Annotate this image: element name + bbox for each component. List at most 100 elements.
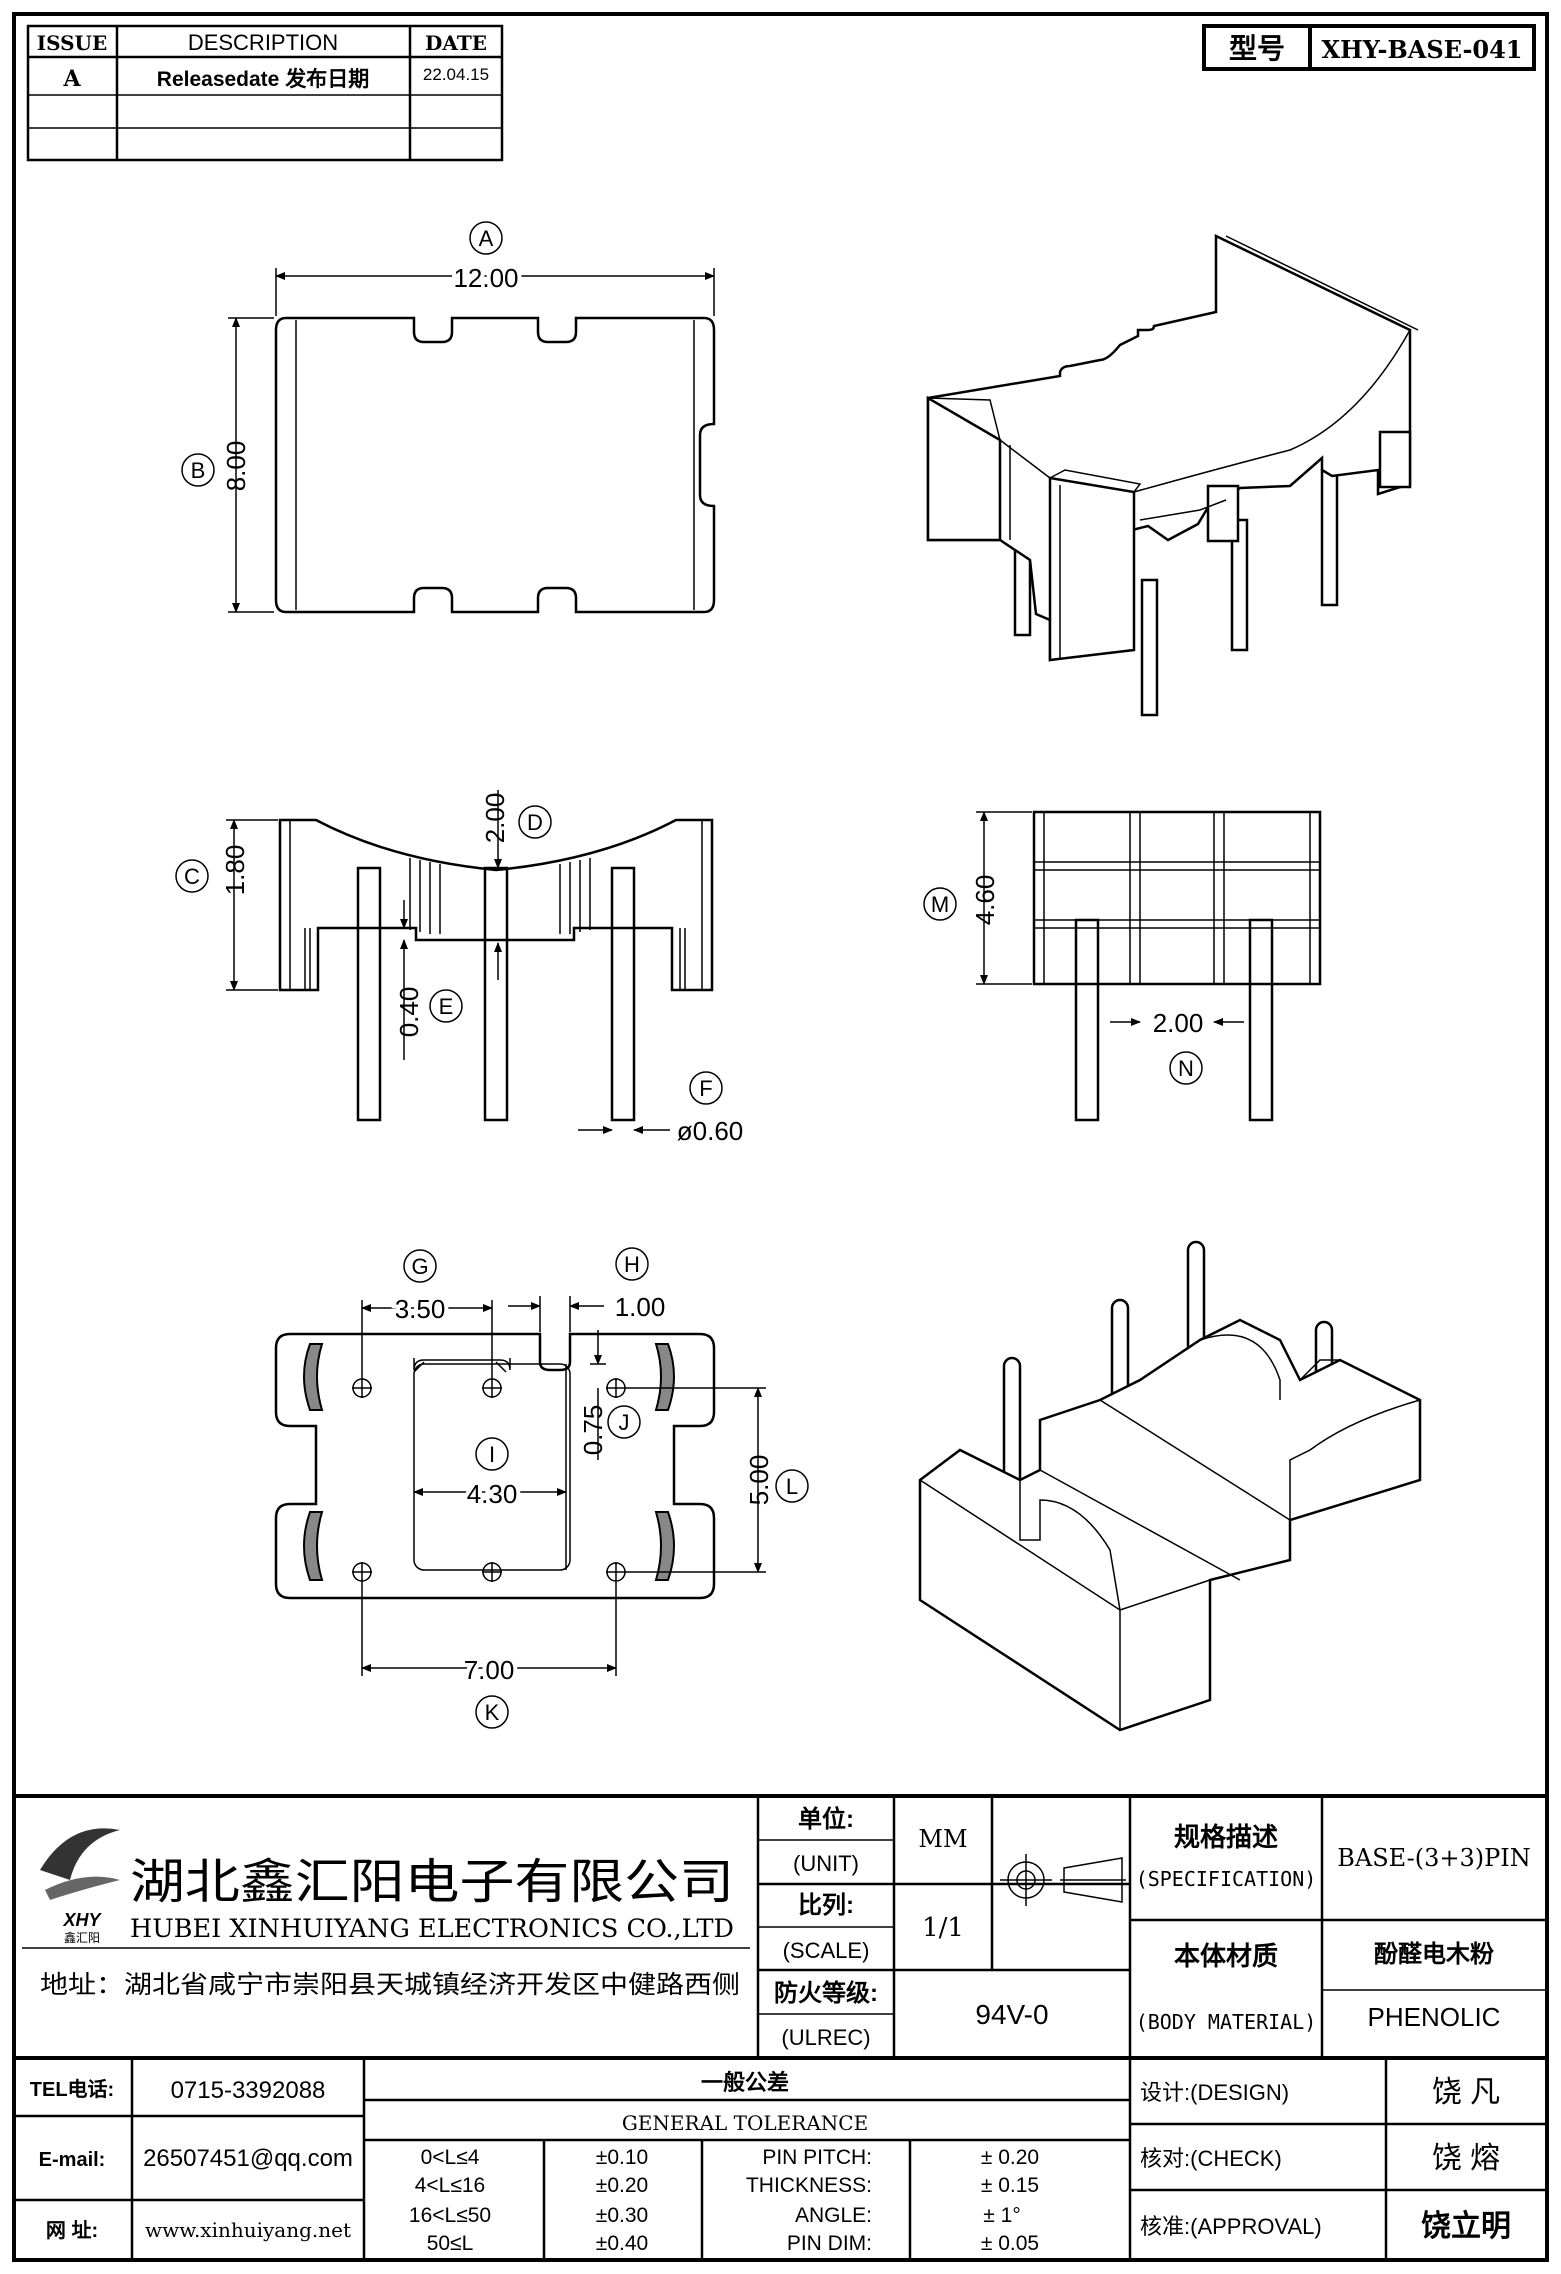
dim-M-balloon	[923, 887, 957, 921]
scale-label-en: (SCALE)	[783, 1938, 870, 1963]
side-view: 4.60 M 2.00 N	[923, 810, 1322, 1122]
dim-H-balloon	[615, 1247, 649, 1281]
tol-spec-value: ± 0.05	[981, 2232, 1039, 2255]
tol-range-value: ±0.20	[596, 2174, 648, 2197]
unit-label-en: (UNIT)	[793, 1851, 859, 1876]
company-name-en: HUBEI XINHUIYANG ELECTRONICS CO.,LTD	[130, 1914, 734, 1943]
rev-header-date: DATE	[425, 31, 487, 55]
dim-D-value: 2.00	[480, 793, 510, 844]
logo-subtext: 鑫汇阳	[64, 1930, 100, 1945]
tol-range: 0<L≤4	[421, 2146, 480, 2169]
email-value: 26507451@qq.com	[143, 2145, 353, 2172]
rev-row-description: Releasedate 发布日期	[157, 67, 369, 91]
dim-A-balloon	[469, 221, 503, 255]
tol-spec-name: ANGLE:	[795, 2204, 872, 2227]
dim-L-letter: L	[786, 1474, 798, 1499]
dim-K-value: 7.00	[464, 1655, 515, 1685]
scale-value: 1/1	[922, 1913, 964, 1943]
drawing-border	[12, 12, 1549, 2262]
dim-K-balloon	[475, 1695, 509, 1729]
material-label-cn: 本体材质	[1174, 1941, 1278, 1971]
dim-N-balloon	[1169, 1051, 1203, 1085]
rev-row-date: 22.04.15	[423, 65, 489, 84]
spec-label-en: (SPECIFICATION)	[1136, 1867, 1317, 1891]
dim-H-value: 1.00	[615, 1292, 666, 1322]
company-logo: XHY 鑫汇阳	[40, 1828, 120, 1945]
check-name: 饶 熔	[1432, 2142, 1500, 2175]
rev-header-issue: ISSUE	[37, 31, 108, 55]
tol-range-value: ±0.10	[596, 2146, 648, 2169]
approval-label: 核准:(APPROVAL)	[1140, 2214, 1322, 2239]
tolerance-title-cn: 一般公差	[701, 2070, 789, 2095]
material-value-en: PHENOLIC	[1368, 2002, 1501, 2032]
dim-A-value: 12.00	[453, 263, 518, 293]
dim-I-value: 4.30	[467, 1479, 518, 1509]
company-name-cn: 湖北鑫汇阳电子有限公司	[130, 1856, 734, 1909]
dim-J-balloon	[607, 1405, 641, 1439]
dim-F-balloon	[689, 1071, 723, 1105]
title-block: XHY 鑫汇阳 湖北鑫汇阳电子有限公司 HUBEI XINHUIYANG ELE…	[14, 1794, 1547, 2260]
scale-label-cn: 比列:	[798, 1892, 854, 1919]
tol-range: 50≤L	[427, 2232, 474, 2255]
dim-F-letter: F	[699, 1076, 712, 1101]
dim-E-balloon	[429, 989, 463, 1023]
ulrec-label-en: (ULREC)	[781, 2025, 870, 2050]
dim-C-letter: C	[184, 864, 200, 889]
pin-holes	[352, 1378, 626, 1582]
dim-B-balloon	[181, 453, 215, 487]
dim-B-letter: B	[191, 458, 206, 483]
logo-text: XHY	[62, 1910, 102, 1930]
projection-symbol-icon	[1000, 1854, 1126, 1906]
approval-name: 饶立明	[1421, 2209, 1511, 2243]
dim-L-balloon	[775, 1469, 809, 1503]
unit-label-cn: 单位:	[798, 1805, 854, 1833]
tol-range: 16<L≤50	[409, 2204, 491, 2227]
web-label: 网 址:	[46, 2219, 98, 2242]
dim-G-letter: G	[411, 1254, 428, 1279]
unit-value: MM	[918, 1825, 967, 1853]
model-value: XHY-BASE-041	[1321, 35, 1522, 64]
tel-label: TEL电话:	[30, 2078, 114, 2101]
rev-row-issue: A	[62, 66, 81, 92]
tolerance-title-en: GENERAL TOLERANCE	[622, 2111, 868, 2135]
design-name: 饶 凡	[1432, 2076, 1500, 2109]
dim-B-value: 8.00	[221, 441, 251, 492]
dim-J-letter: J	[619, 1410, 630, 1435]
tel-value: 0715-3392088	[171, 2077, 326, 2104]
bottom-view: 3.50 G 1.00 H 4.30 I 0.75 J 7.00 K 5.00	[274, 1247, 809, 1729]
ulrec-value: 94V-0	[975, 1999, 1048, 2030]
dim-I-letter: I	[489, 1442, 495, 1467]
dim-M-value: 4.60	[970, 875, 1000, 926]
dim-L-value: 5.00	[744, 1455, 774, 1506]
dim-K-letter: K	[485, 1700, 500, 1725]
dim-J-value: 0.75	[578, 1405, 608, 1456]
dim-C-balloon	[175, 859, 209, 893]
rev-header-description: DESCRIPTION	[188, 30, 338, 55]
front-view: 1.80 C 2.00 D 0.40 E ø0.60 F	[175, 790, 744, 1146]
spec-label-cn: 规格描述	[1174, 1822, 1278, 1852]
tol-spec-name: PIN DIM:	[787, 2232, 872, 2255]
company-address: 地址：湖北省咸宁市崇阳县天城镇经济开发区中健路西侧	[40, 1971, 740, 1999]
model-box: 型号 XHY-BASE-041	[1202, 24, 1536, 71]
tol-spec-value: ± 0.20	[981, 2146, 1039, 2169]
material-value-cn: 酚醛电木粉	[1374, 1941, 1494, 1968]
web-value: www.xinhuiyang.net	[145, 2218, 351, 2242]
dim-M-letter: M	[931, 892, 949, 917]
check-label: 核对:(CHECK)	[1140, 2146, 1282, 2171]
dim-A-letter: A	[479, 226, 494, 251]
design-label: 设计:(DESIGN)	[1140, 2080, 1289, 2105]
tol-range: 4<L≤16	[415, 2174, 486, 2197]
iso-view-bottom	[918, 1240, 1422, 1732]
tol-range-value: ±0.30	[596, 2204, 648, 2227]
dim-N-letter: N	[1178, 1056, 1194, 1081]
dim-F-value: ø0.60	[677, 1116, 744, 1146]
tol-spec-name: PIN PITCH:	[762, 2146, 872, 2169]
dim-D-letter: D	[527, 810, 543, 835]
tol-spec-name: THICKNESS:	[746, 2174, 872, 2197]
spec-value: BASE-(3+3)PIN	[1337, 1844, 1531, 1872]
top-view: 12.00 A 8.00 B	[181, 221, 716, 614]
email-label: E-mail:	[39, 2149, 106, 2171]
dim-I-balloon	[475, 1437, 509, 1471]
dim-G-value: 3.50	[395, 1294, 446, 1324]
